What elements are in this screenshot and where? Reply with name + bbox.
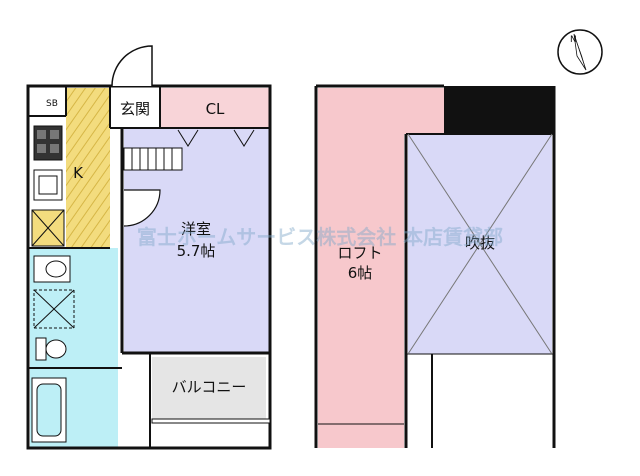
loft-area-label: 6帖 (348, 264, 373, 282)
loft-area-top (318, 88, 444, 134)
closet-label: CL (206, 100, 225, 118)
sb-room (38, 88, 66, 116)
entrance-area (110, 88, 160, 128)
sb-label: SB (46, 99, 58, 109)
balcony-area (152, 357, 266, 419)
toilet-icon (35, 337, 67, 361)
western-room-label: 洋室 (181, 220, 211, 238)
watermark-text: 富士ホームサービス株式会社 本店賃貸部 (137, 225, 503, 249)
compass-label: N (570, 35, 577, 45)
bathtub-icon (31, 377, 67, 443)
sink-icon (33, 169, 63, 201)
washbasin-icon (33, 255, 71, 283)
compass-icon: N (557, 29, 603, 75)
entrance-door-swing (111, 45, 153, 87)
balcony-label: バルコニー (172, 378, 247, 396)
entrance-label: 玄関 (120, 100, 150, 118)
fridge-space-icon (31, 209, 65, 247)
void-label: 吹抜 (465, 234, 495, 252)
void-cross (407, 133, 553, 355)
loft-ladder (123, 147, 183, 171)
western-room-area-label: 5.7帖 (177, 242, 216, 260)
room-door-swing (123, 189, 161, 227)
kitchen-area (66, 88, 110, 248)
stove-icon (33, 125, 63, 161)
lower-floor: SB 玄関 CL K 洋室 5.7帖 バルコニー (26, 45, 272, 450)
closet-area (160, 88, 270, 128)
upper-floor: ロフト 6帖 吹抜 (314, 84, 556, 448)
balcony-rail (151, 418, 271, 424)
kitchen-label: K (73, 164, 84, 182)
upper-dark-block (444, 86, 554, 134)
loft-area (318, 88, 404, 448)
closet-door-marks (177, 129, 255, 147)
loft-label: ロフト (337, 244, 382, 262)
washer-space-icon (33, 289, 75, 329)
